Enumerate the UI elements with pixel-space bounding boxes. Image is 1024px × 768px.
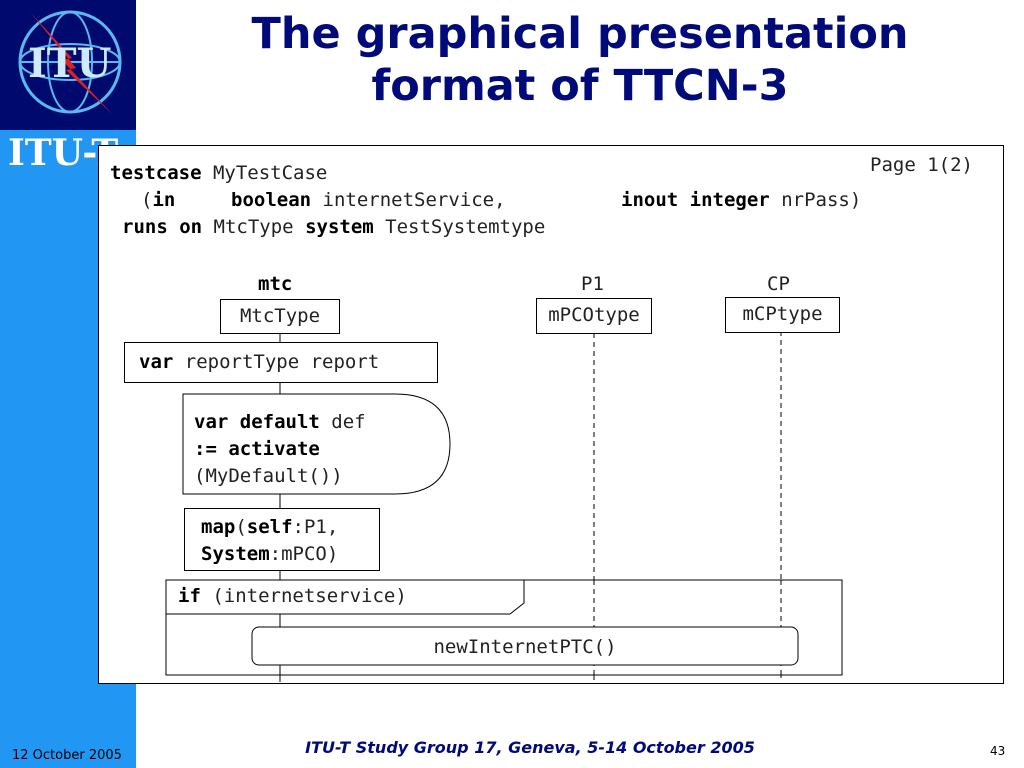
title-line-1: The graphical presentation: [251, 9, 909, 59]
paren-open: (: [141, 189, 153, 211]
kw-boolean: boolean: [231, 189, 312, 211]
default-call: (MyDefault()): [194, 465, 343, 487]
param1-name: internetService,: [322, 189, 506, 211]
testcase-name: MyTestCase: [212, 162, 328, 184]
system-port: :mPCO): [269, 543, 339, 565]
map-open: (: [235, 516, 247, 538]
var-text: reportType report: [184, 351, 380, 373]
instance-type-p1: mPCOtype: [536, 298, 652, 334]
kw-system-map: System: [201, 543, 270, 565]
param-2: inout integer nrPass): [621, 189, 861, 211]
kw-inout: inout: [621, 189, 679, 211]
map-box: map(self:P1, System:mPCO): [184, 508, 380, 571]
kw-map: map: [201, 516, 236, 538]
kw-system: system: [305, 216, 374, 238]
param2-name: nrPass): [781, 189, 862, 211]
instance-type-cp: mCPtype: [725, 297, 840, 333]
kw-self: self: [246, 516, 293, 538]
logo-text: ITU: [28, 40, 112, 87]
kw-var-default: var default: [194, 411, 320, 433]
footer-date: 12 October 2005: [12, 748, 122, 763]
kw-activate: := activate: [194, 438, 320, 460]
inline-if-label: if (internetservice): [178, 585, 407, 607]
kw-var: var: [139, 351, 174, 373]
page-label: Page 1(2): [870, 154, 973, 176]
kw-integer: integer: [689, 189, 770, 211]
system-type-ref: TestSystemtype: [385, 216, 546, 238]
default-name: def: [331, 411, 366, 433]
instance-type-mtc: MtcType: [220, 299, 340, 334]
globe-icon: [18, 10, 122, 114]
signature-line-1: testcase MyTestCase: [110, 162, 327, 184]
self-port: :P1,: [292, 516, 339, 538]
footer-event: ITU-T Study Group 17, Geneva, 5-14 Octob…: [305, 738, 755, 757]
kw-if: if: [178, 585, 201, 607]
if-condition: (internetservice): [212, 585, 407, 607]
page-title: The graphical presentation format of TTC…: [150, 8, 1010, 112]
reference-shape: [251, 626, 799, 666]
page-number: 43: [990, 744, 1006, 758]
default-text: var default def := activate (MyDefault()…: [194, 409, 366, 490]
reference-text: newInternetPTC(): [433, 636, 617, 658]
itu-logo: ITU: [0, 0, 136, 130]
inline-label-tab: [166, 580, 525, 615]
kw-testcase: testcase: [110, 162, 202, 184]
kw-in: in: [152, 189, 176, 211]
signature-line-3: runs on MtcType system TestSystemtype: [122, 216, 545, 238]
default-shape: [182, 393, 451, 495]
title-line-2: format of TTCN-3: [371, 61, 789, 111]
instance-header-cp: CP: [767, 273, 790, 295]
instance-header-p1: P1: [581, 273, 604, 295]
instance-header-mtc: mtc: [258, 273, 293, 295]
kw-runs-on: runs on: [122, 216, 203, 238]
mtc-type-ref: MtcType: [213, 216, 294, 238]
param-1: boolean internetService,: [231, 189, 506, 211]
signature-line-2: (in: [141, 189, 175, 211]
var-declaration-box: var reportType report: [124, 342, 438, 383]
